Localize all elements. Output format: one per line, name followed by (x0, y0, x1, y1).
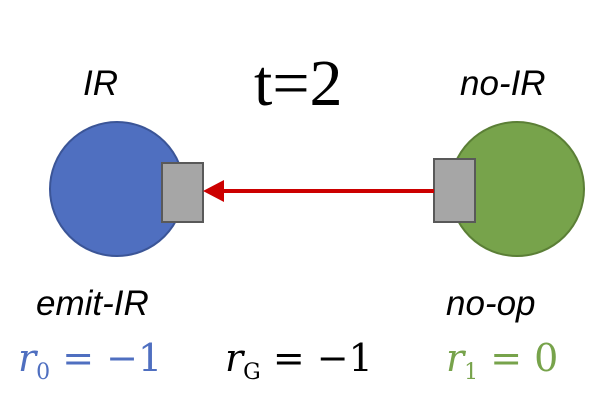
agent-0-reward-subscript: 0 (36, 360, 51, 385)
agent-1-reward: r1 = 0 (446, 336, 558, 385)
agent-0-reward-value: = −1 (50, 336, 163, 380)
agent-0-reward-symbol: r (18, 336, 37, 380)
agent-0-emitter (161, 162, 204, 223)
global-reward-symbol: r (225, 336, 244, 380)
agent-1-reward-subscript: 1 (464, 360, 479, 385)
agent-0-action-label: emit-IR (36, 284, 149, 323)
agent-0-state-label: IR (83, 64, 118, 103)
signal-arrow-head (203, 180, 224, 202)
time-step-label: t=2 (254, 47, 343, 120)
global-reward-subscript: G (243, 360, 261, 385)
agent-1-state-label: no-IR (460, 64, 546, 103)
agent-1-emitter (433, 158, 476, 223)
agent-1-reward-symbol: r (446, 336, 465, 380)
global-reward-value: = −1 (260, 336, 373, 380)
agent-1-reward-value: = 0 (478, 336, 559, 380)
global-reward: rG = −1 (225, 336, 373, 385)
agent-1-action-label: no-op (446, 284, 536, 323)
agent-0-reward: r0 = −1 (18, 336, 162, 385)
